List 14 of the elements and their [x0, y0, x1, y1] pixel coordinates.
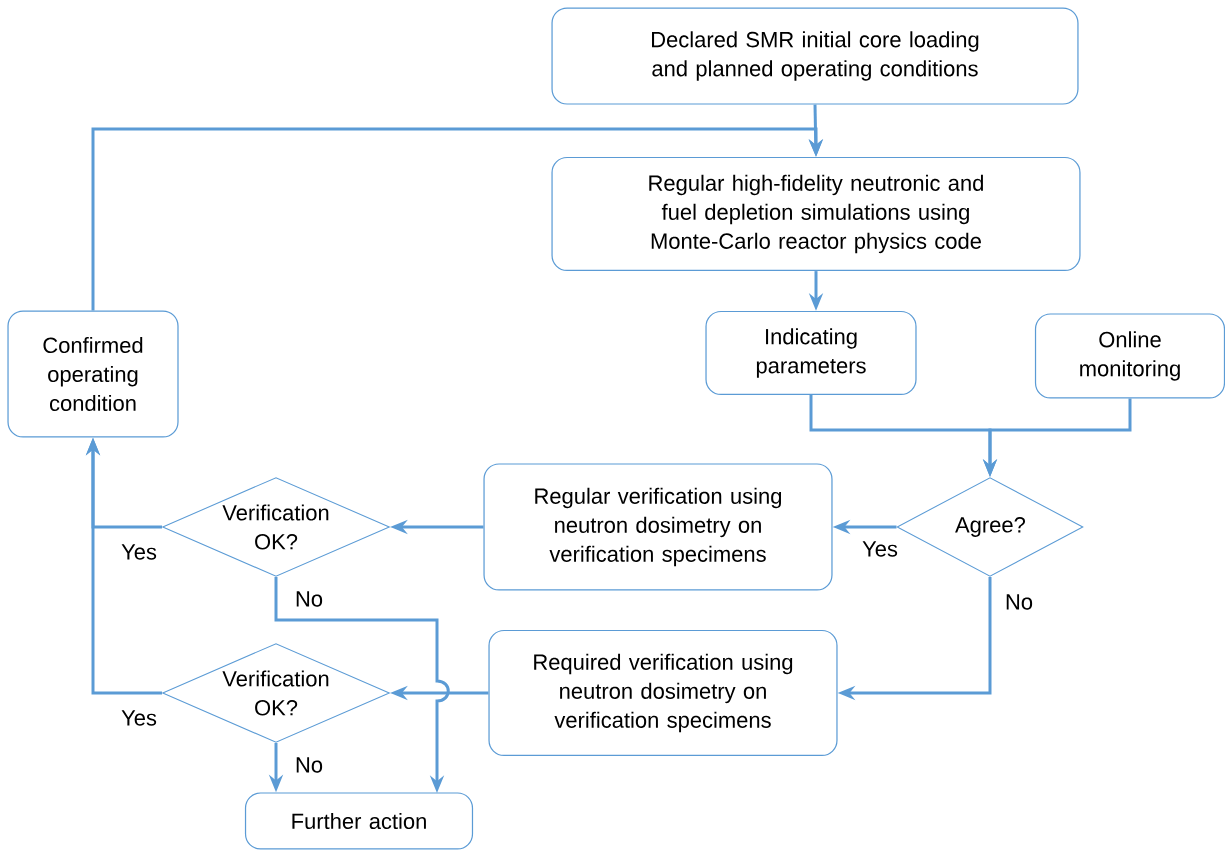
- process-box: Further action: [244, 792, 474, 850]
- edge-label: No: [293, 589, 325, 609]
- edge-label: Yes: [119, 542, 159, 562]
- edge-label: Yes: [119, 708, 159, 728]
- process-box: Online monitoring: [1034, 313, 1225, 399]
- process-box: Confirmed operating condition: [7, 310, 179, 438]
- edge-label: No: [293, 755, 325, 775]
- process-box: Regular verification using neutron dosimetry on verification specimens: [483, 463, 833, 591]
- arrow: [91, 127, 824, 311]
- process-box: Declared SMR initial core loading and planned operating conditions: [551, 7, 1079, 105]
- process-box: Required verification using neutron dosimetry on verification specimens: [488, 629, 838, 757]
- process-box: Indicating parameters: [705, 310, 917, 396]
- process-box: Regular high-fidelity neutronic and fuel depletion simulations using Monte-Carlo reactor physics code: [551, 156, 1081, 272]
- edge-label: No: [1003, 592, 1035, 612]
